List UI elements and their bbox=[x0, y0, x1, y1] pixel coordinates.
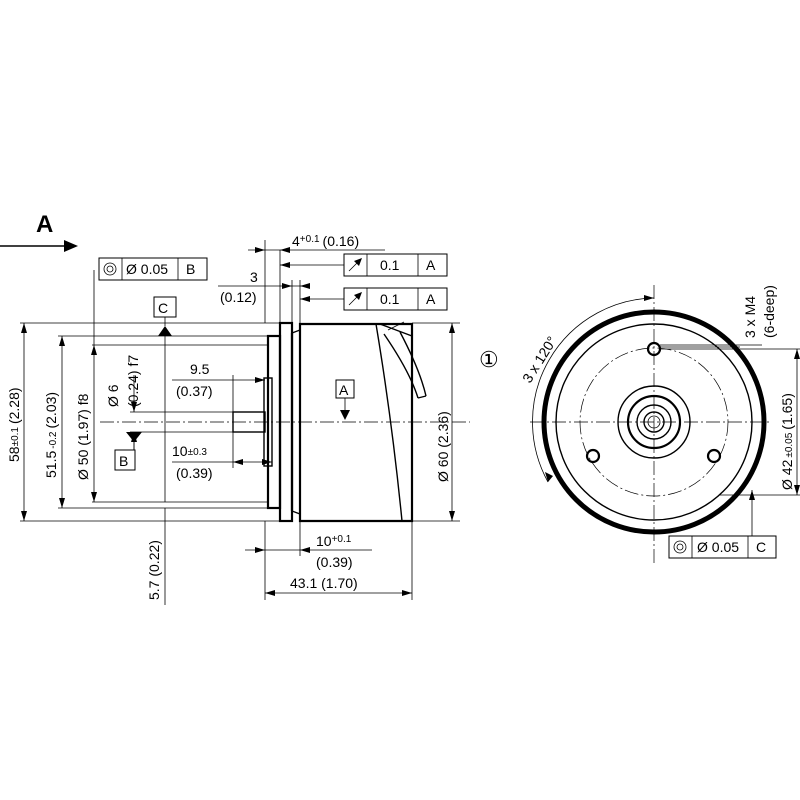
view-label: A bbox=[36, 211, 53, 238]
datum-a: A bbox=[339, 382, 349, 398]
svg-text:Ø 0.05: Ø 0.05 bbox=[126, 261, 168, 277]
mounting-hole-left bbox=[585, 448, 601, 464]
dim-58: 58±0.1(2.28) bbox=[6, 387, 22, 462]
dim-6-sub: (0.24) f7 bbox=[125, 355, 141, 407]
detail-label: ① bbox=[479, 347, 499, 372]
datum-b: B bbox=[119, 453, 128, 469]
dim-6: Ø 6 bbox=[105, 384, 121, 407]
dim-50: Ø 50 (1.97) f8 bbox=[75, 393, 91, 480]
dim-10-body-in: (0.39) bbox=[316, 554, 353, 570]
svg-text:Ø 0.05: Ø 0.05 bbox=[697, 539, 739, 555]
housing-outer bbox=[541, 309, 767, 535]
front-view: ① 3 x 120° 3 x M4 (6-deep) bbox=[479, 285, 800, 565]
datum-c: C bbox=[158, 300, 168, 316]
frame-runout-top: 0.1 A bbox=[280, 253, 448, 277]
dim-10-shaft-in: (0.39) bbox=[176, 465, 213, 481]
dim-60: Ø 60 (2.36) bbox=[435, 411, 451, 482]
dim-42: Ø 42±0.05(1.65) bbox=[779, 393, 795, 490]
housing-inner bbox=[555, 323, 753, 521]
encoder-body bbox=[290, 322, 414, 523]
dim-515: 51.5-0.2(2.03) bbox=[43, 392, 59, 478]
dim-95: 9.5 bbox=[190, 361, 210, 377]
dim-57: 5.7 (0.22) bbox=[146, 540, 162, 600]
dim-3-in: (0.12) bbox=[220, 289, 257, 305]
svg-text:0.1: 0.1 bbox=[380, 257, 400, 273]
frame-runout-bottom: 0.1 A bbox=[300, 287, 448, 311]
hub-ring-outer bbox=[617, 385, 691, 459]
frame-concentricity-c: Ø 0.05 C bbox=[668, 490, 777, 559]
bolt-circle bbox=[579, 347, 729, 497]
dim-120-arc bbox=[532, 297, 655, 483]
cable-outlet-edge bbox=[375, 323, 403, 522]
dim-10-body: 10+0.1 bbox=[316, 533, 352, 549]
svg-text:A: A bbox=[426, 257, 436, 273]
svg-text:B: B bbox=[186, 261, 195, 277]
dim-m4-sub: (6-deep) bbox=[761, 285, 777, 338]
shaft bbox=[232, 411, 266, 433]
svg-text:C: C bbox=[756, 539, 766, 555]
svg-text:0.1: 0.1 bbox=[380, 291, 400, 307]
dim-95-in: (0.37) bbox=[176, 383, 213, 399]
dim-3: 3 bbox=[250, 269, 258, 285]
dim-4: 4+0.1(0.16) bbox=[292, 233, 359, 249]
mounting-hole-right bbox=[706, 448, 722, 464]
side-view: 58±0.1(2.28) 51.5-0.2(2.03) Ø 50 (1.97) … bbox=[6, 233, 470, 605]
dim-m4: 3 x M4 bbox=[742, 296, 758, 338]
view-direction-a: A bbox=[0, 211, 78, 252]
svg-text:A: A bbox=[426, 291, 436, 307]
dim-431: 43.1 (1.70) bbox=[290, 575, 358, 591]
frame-concentricity-b: Ø 0.05 B bbox=[98, 257, 208, 281]
dim-10-shaft: 10±0.3 bbox=[172, 443, 207, 459]
